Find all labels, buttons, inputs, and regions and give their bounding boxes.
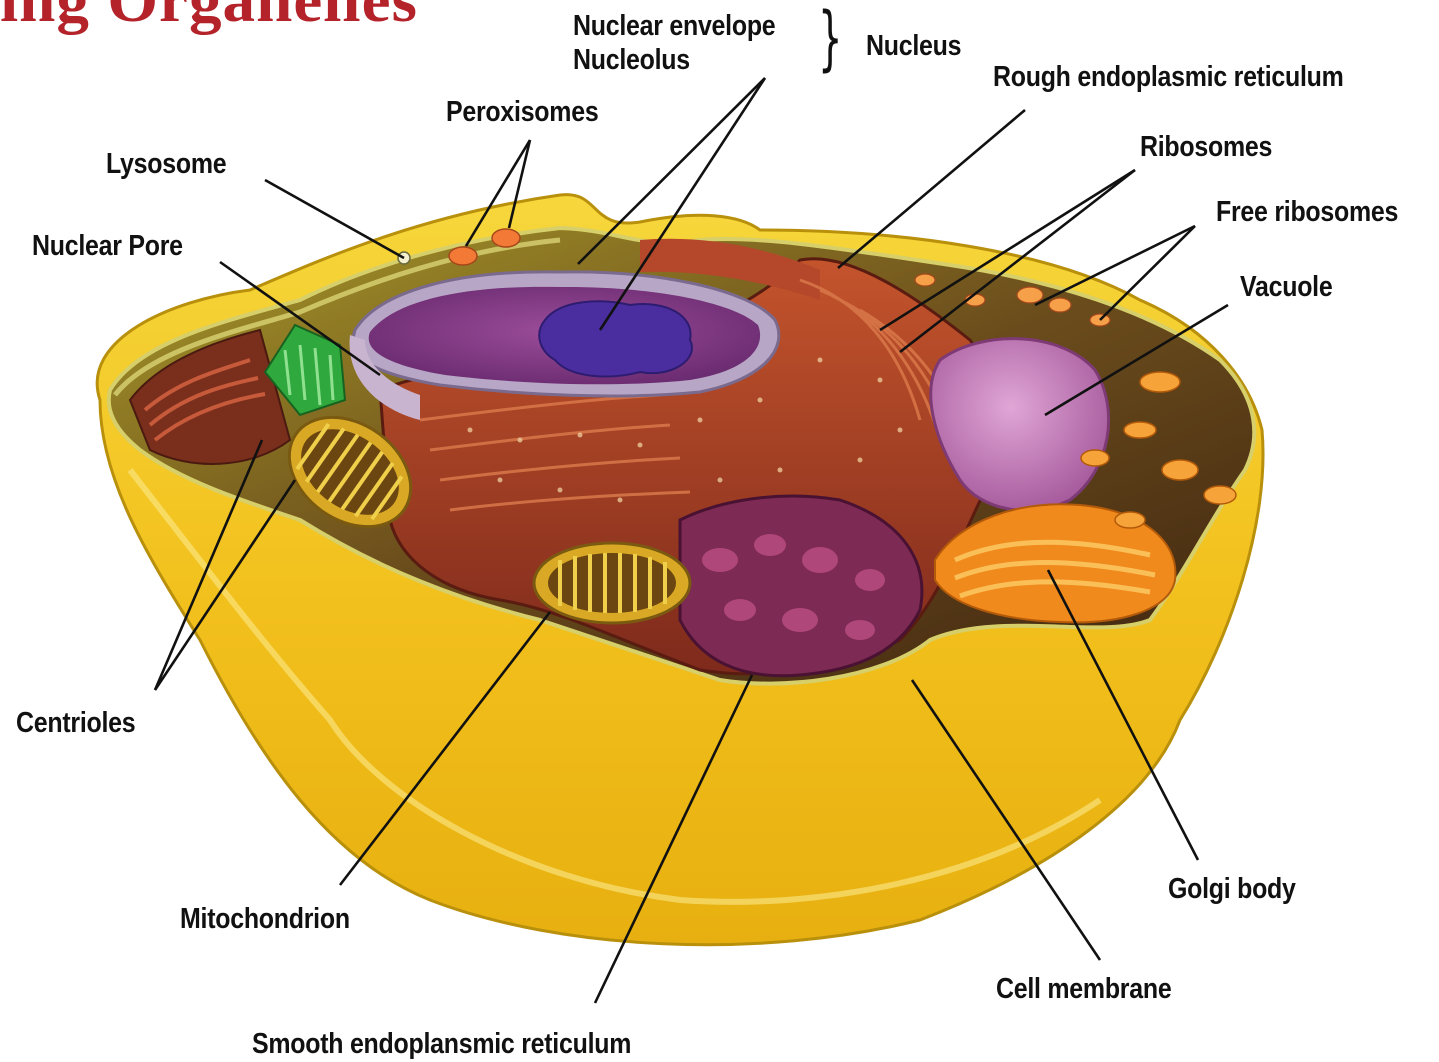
label-nucleus: Nucleus (866, 32, 961, 61)
label-nucleolus: Nucleolus (573, 46, 690, 75)
label-cell-membrane: Cell membrane (996, 975, 1171, 1004)
label-smooth-er: Smooth endoplansmic reticulum (252, 1030, 631, 1059)
nucleus-brace-icon: } (818, 3, 843, 73)
smooth-er (680, 496, 922, 676)
page-title: ing Organelles (0, 0, 418, 37)
label-vacuole: Vacuole (1240, 273, 1332, 302)
label-mitochondrion: Mitochondrion (180, 905, 350, 934)
label-nuclear-pore: Nuclear Pore (32, 232, 183, 261)
label-lysosome: Lysosome (106, 150, 226, 179)
label-free-ribosomes: Free ribosomes (1216, 198, 1398, 227)
label-ribosomes: Ribosomes (1140, 133, 1272, 162)
label-golgi-body: Golgi body (1168, 875, 1296, 904)
label-peroxisomes: Peroxisomes (446, 98, 598, 127)
label-nuclear-envelope: Nuclear envelope (573, 12, 775, 41)
nucleolus (539, 301, 692, 376)
label-rough-er: Rough endoplasmic reticulum (993, 63, 1344, 92)
label-centrioles: Centrioles (16, 709, 135, 738)
